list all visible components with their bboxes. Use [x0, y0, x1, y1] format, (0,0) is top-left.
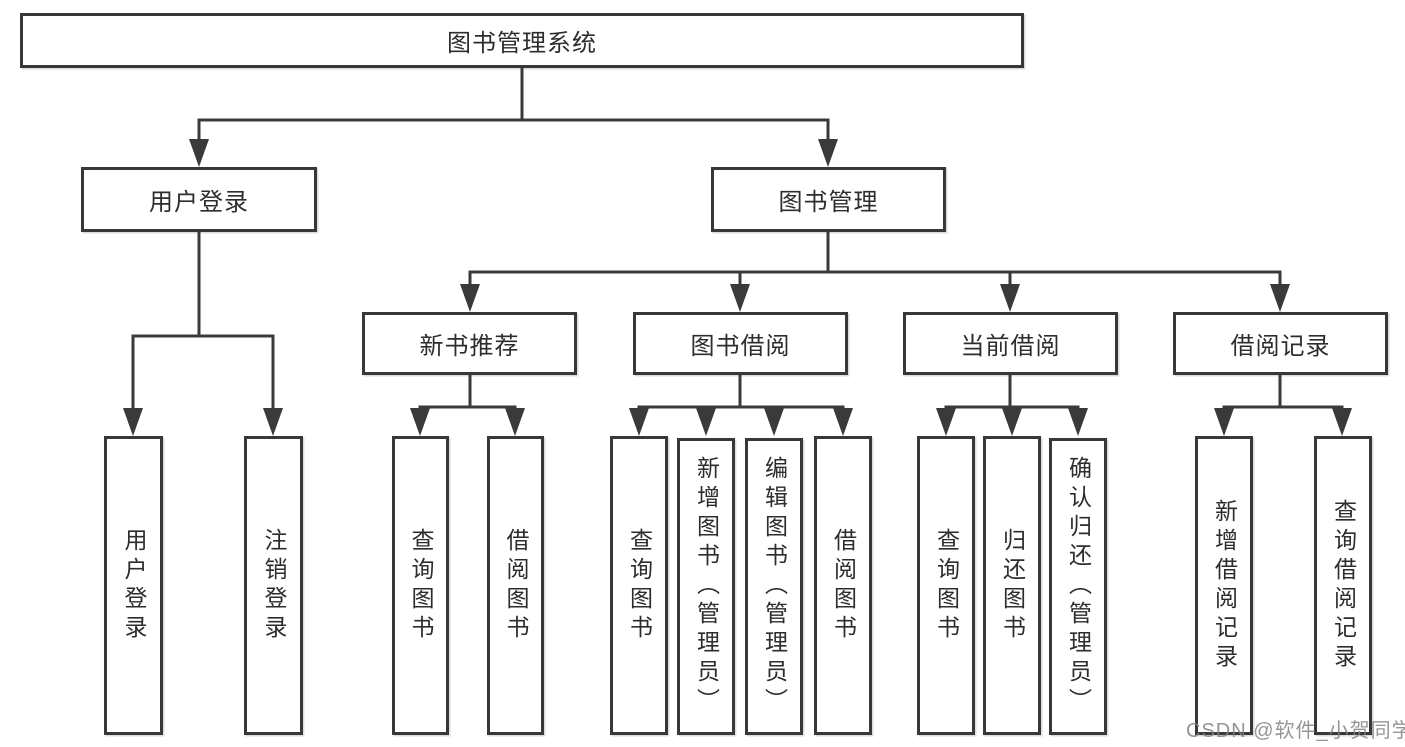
- arrow-confirm-return: [1068, 408, 1088, 436]
- arrow-records: [1270, 284, 1290, 312]
- leaf-query-book-3-label: 查询图书: [933, 527, 960, 644]
- arrow-leaf-logout: [263, 408, 283, 436]
- node-book-management-label: 图书管理: [778, 189, 879, 216]
- leaf-borrow-book-2-label: 借阅图书: [830, 527, 857, 644]
- arrow-query-book-3: [936, 408, 956, 436]
- leaf-add-book-admin-label: 新增图书（管理员）: [693, 456, 720, 717]
- leaf-return-book: 归还图书: [983, 436, 1041, 735]
- leaf-add-borrow-record: 新增借阅记录: [1195, 436, 1253, 735]
- node-book-borrowing: 图书借阅: [633, 312, 848, 375]
- leaf-query-book-2-label: 查询图书: [626, 527, 653, 644]
- leaf-confirm-return-admin: 确认归还（管理员）: [1049, 438, 1107, 735]
- leaf-query-book-1-label: 查询图书: [408, 527, 434, 644]
- leaf-confirm-return-admin-label: 确认归还（管理员）: [1065, 456, 1092, 717]
- leaf-add-book-admin: 新增图书（管理员）: [677, 438, 735, 735]
- node-book-borrowing-label: 图书借阅: [690, 333, 791, 360]
- node-borrowing-records-label: 借阅记录: [1230, 333, 1331, 360]
- leaf-borrow-book-1: 借阅图书: [487, 436, 544, 735]
- node-book-management: 图书管理: [711, 167, 946, 232]
- node-book-system: 图书管理系统: [20, 13, 1024, 68]
- arrow-add-book: [696, 408, 716, 436]
- arrow-add-record: [1214, 408, 1234, 436]
- leaf-borrow-book-1-label: 借阅图书: [503, 527, 529, 644]
- node-user-login-group: 用户登录: [81, 167, 317, 232]
- leaf-edit-book-admin: 编辑图书（管理员）: [745, 438, 803, 735]
- arrow-book-mgmt: [818, 139, 838, 167]
- node-new-book-recommend: 新书推荐: [362, 312, 577, 375]
- leaf-edit-book-admin-label: 编辑图书（管理员）: [761, 456, 788, 717]
- arrow-current: [1000, 284, 1020, 312]
- leaf-query-borrow-record-label: 查询借阅记录: [1330, 498, 1357, 673]
- leaf-borrow-book-2: 借阅图书: [814, 436, 872, 735]
- arrow-edit-book: [764, 408, 784, 436]
- arrow-borrow-book-2: [833, 408, 853, 436]
- arrow-query-book-1: [410, 408, 430, 436]
- leaf-query-borrow-record: 查询借阅记录: [1314, 436, 1372, 735]
- node-current-borrowing-label: 当前借阅: [960, 333, 1061, 360]
- arrow-borrowing: [730, 284, 750, 312]
- arrow-leaf-user-login: [123, 408, 143, 436]
- node-borrowing-records: 借阅记录: [1173, 312, 1388, 375]
- leaf-user-login-label: 用户登录: [121, 527, 147, 644]
- csdn-watermark: CSDN @软件_小贺同学: [1186, 720, 1405, 742]
- arrow-return-book: [1002, 408, 1022, 436]
- leaf-query-book-2: 查询图书: [610, 436, 668, 735]
- leaf-query-book-1: 查询图书: [392, 436, 449, 735]
- leaf-logout: 注销登录: [244, 436, 303, 735]
- leaf-user-login: 用户登录: [104, 436, 163, 735]
- arrow-new-book: [460, 284, 480, 312]
- leaf-query-book-3: 查询图书: [917, 436, 975, 735]
- arrow-query-book-2: [629, 408, 649, 436]
- leaf-return-book-label: 归还图书: [999, 527, 1026, 644]
- node-user-login-group-label: 用户登录: [149, 189, 249, 216]
- leaf-logout-label: 注销登录: [261, 527, 287, 644]
- leaf-add-borrow-record-label: 新增借阅记录: [1211, 498, 1238, 673]
- arrow-user-login: [189, 139, 209, 167]
- node-new-book-recommend-label: 新书推荐: [419, 333, 520, 360]
- node-current-borrowing: 当前借阅: [903, 312, 1118, 375]
- arrow-query-record: [1332, 408, 1352, 436]
- node-book-system-label: 图书管理系统: [447, 30, 597, 57]
- arrow-borrow-book-1: [505, 408, 525, 436]
